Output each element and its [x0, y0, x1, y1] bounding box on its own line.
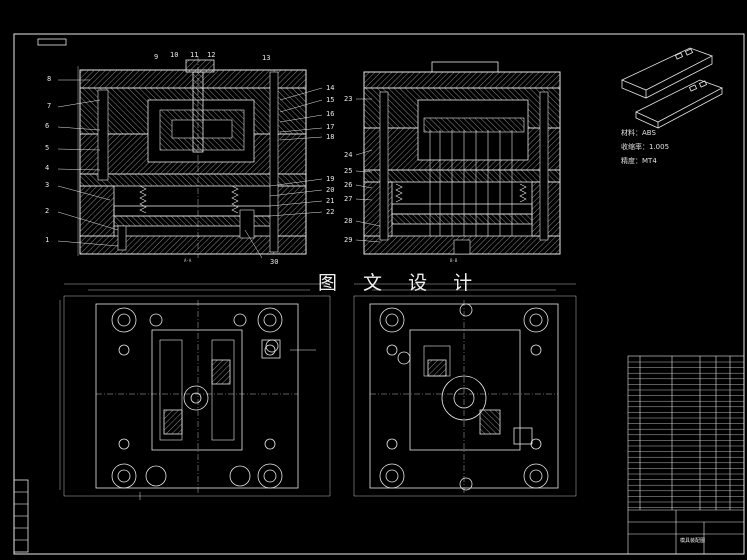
svg-text:B-B: B-B: [450, 258, 458, 263]
part-number: 20: [326, 186, 335, 194]
part-number: 4: [45, 164, 50, 172]
product-isometric: [621, 47, 723, 129]
bottom-right-plan-view: [353, 283, 577, 497]
part-number: 17: [326, 123, 335, 131]
part-number: 21: [326, 197, 335, 205]
bom-rows: [628, 361, 744, 508]
part-number: 2: [45, 207, 50, 215]
svg-text:A-A: A-A: [184, 258, 192, 263]
title-block-title: 模具装配图: [680, 538, 706, 544]
left-section-view: A-A: [57, 56, 323, 263]
part-number: 9: [154, 53, 159, 61]
right-section-view: B-B: [355, 61, 561, 263]
part-number: 24: [344, 151, 353, 159]
part-number: 3: [45, 181, 50, 189]
part-number: 11: [190, 51, 199, 59]
watermark: 图 文 设 计: [318, 272, 483, 294]
part-number: 6: [45, 122, 50, 130]
part-number: 27: [344, 195, 353, 203]
title-block: [627, 355, 745, 555]
part-number: 13: [262, 54, 271, 62]
part-number: 28: [344, 217, 353, 225]
spec-shrink: 收缩率：1.005: [621, 143, 670, 151]
part-number: 8: [47, 75, 52, 83]
part-number: 30: [270, 258, 279, 266]
part-number: 10: [170, 51, 179, 59]
part-number: 7: [47, 102, 52, 110]
sheet-corner-tag: [37, 38, 67, 46]
spec-material: 材料：ABS: [621, 129, 656, 137]
part-number: 25: [344, 167, 353, 175]
part-number: 5: [45, 144, 50, 152]
part-number: 15: [326, 96, 335, 104]
part-number: 14: [326, 84, 335, 92]
part-number: 23: [344, 95, 353, 103]
sheet-border: [13, 33, 745, 555]
part-number: 22: [326, 208, 335, 216]
part-number: 1: [45, 236, 50, 244]
part-number: 29: [344, 236, 353, 244]
part-number: 12: [207, 51, 216, 59]
bottom-left-plan-view: [59, 283, 331, 500]
part-number: 26: [344, 181, 353, 189]
part-number: 16: [326, 110, 335, 118]
part-number: 18: [326, 133, 335, 141]
spec-tolerance: 精度：MT4: [621, 157, 657, 165]
part-number: 19: [326, 175, 335, 183]
